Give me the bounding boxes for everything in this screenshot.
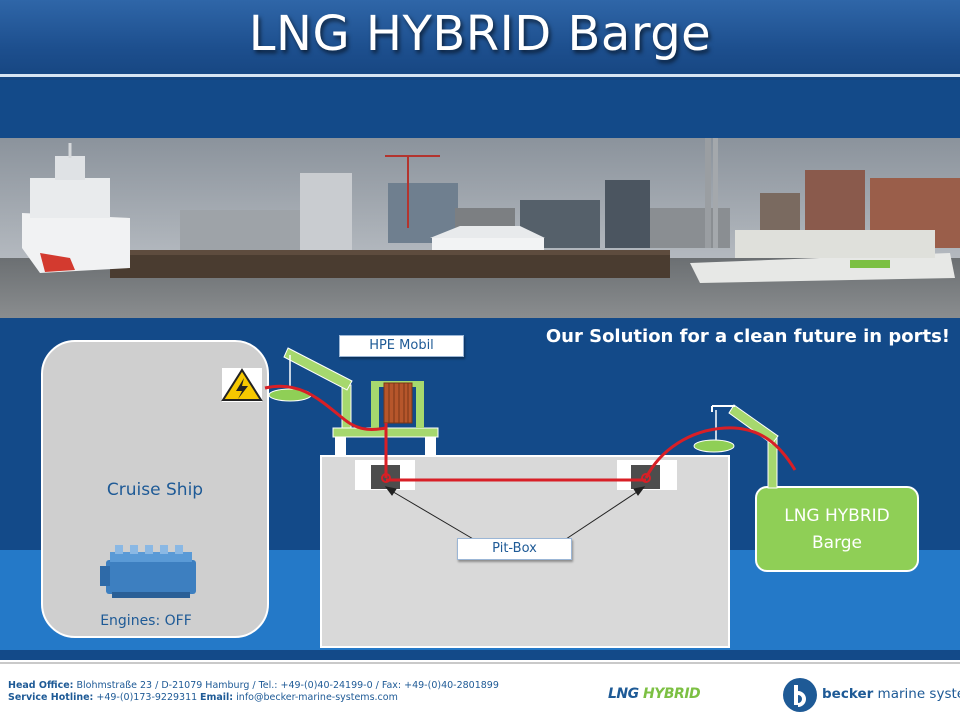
company-name: becker marine systems — [822, 686, 960, 702]
hotline-line: Service Hotline: +49-(0)173-9229311 — [8, 692, 197, 703]
lng-logo-part-a: LNG — [608, 686, 639, 702]
barge-label-line1: LNG HYBRID — [784, 506, 890, 526]
lng-hybrid-barge-panel — [755, 486, 919, 572]
hpe-mobil-tag: HPE Mobil — [339, 335, 464, 357]
head-office-line: Head Office: Blohmstraße 23 / D-21079 Ha… — [8, 680, 499, 691]
slide-title: LNG HYBRID Barge — [248, 6, 712, 62]
email-value: info@becker-marine-systems.com — [236, 692, 398, 703]
title-band — [0, 0, 960, 80]
footer-rule — [0, 662, 960, 664]
cruise-ship-label: Cruise Ship — [106, 480, 204, 500]
title-rule — [0, 74, 960, 77]
company-name-bold: becker — [822, 686, 874, 702]
becker-logo-icon — [783, 678, 817, 712]
bottom-strip — [0, 650, 960, 660]
engines-status-label: Engines: OFF — [100, 613, 192, 629]
hotline-value: +49-(0)173-9229311 — [96, 692, 198, 703]
harbor-photo — [0, 138, 960, 318]
email-line: Email: info@becker-marine-systems.com — [200, 692, 398, 703]
lng-logo-part-b: HYBRID — [643, 686, 701, 702]
head-office-value: Blohmstraße 23 / D-21079 Hamburg / Tel.:… — [76, 680, 499, 691]
solution-tagline: Our Solution for a clean future in ports… — [545, 326, 950, 347]
harbor-photo-illustration — [0, 138, 960, 318]
email-label: Email: — [200, 692, 234, 703]
hotline-label: Service Hotline: — [8, 692, 94, 703]
company-name-rest: marine systems — [877, 686, 960, 702]
head-office-label: Head Office: — [8, 680, 74, 691]
lng-hybrid-logo: LNG HYBRID — [608, 686, 701, 702]
lng-hybrid-barge-label: LNG HYBRID Barge — [755, 503, 919, 557]
pit-box-tag: Pit-Box — [457, 538, 572, 560]
barge-label-line2: Barge — [811, 533, 863, 553]
